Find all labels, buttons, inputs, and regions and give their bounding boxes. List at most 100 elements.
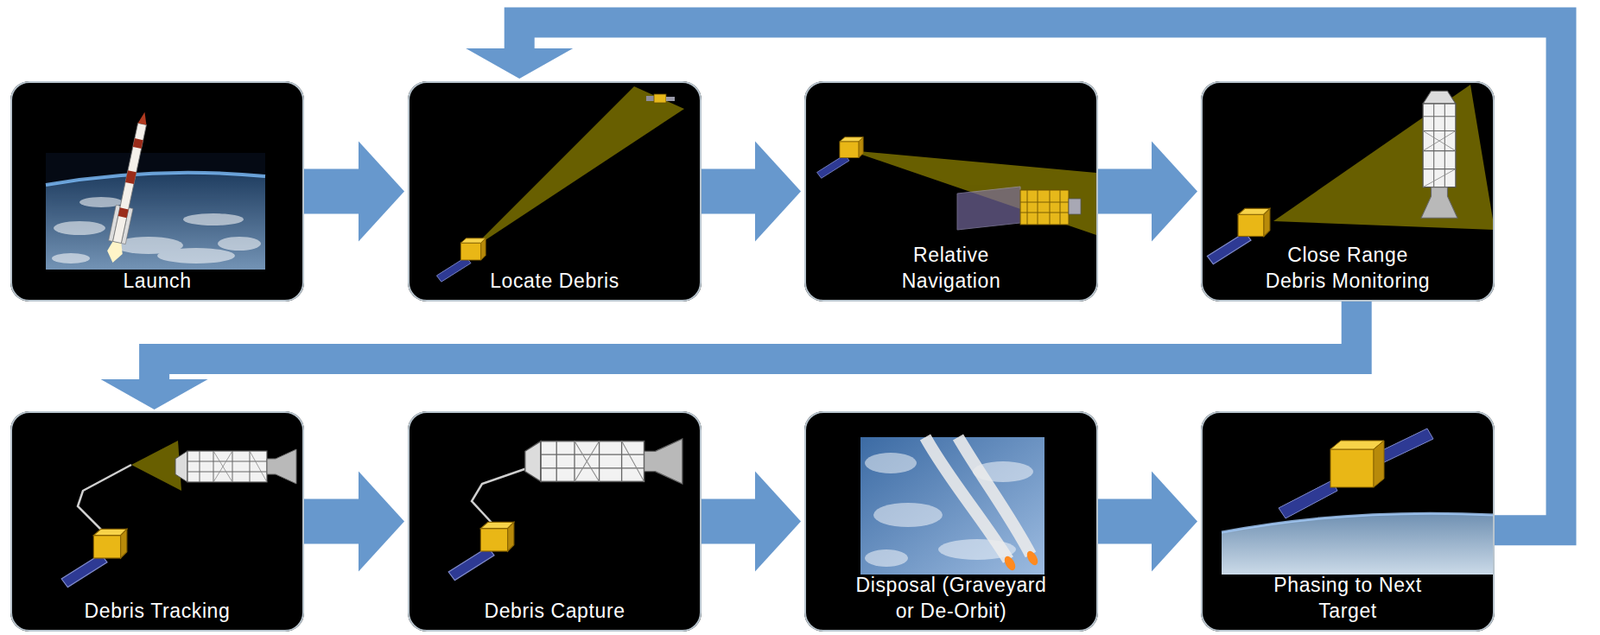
cloud (53, 221, 106, 235)
smoke-trail (958, 437, 1031, 555)
cloud (217, 236, 261, 251)
stage-box: Close Range Debris Monitoring (1200, 81, 1495, 302)
cloud (864, 549, 908, 567)
stage-label: Phasing to Next Target (1259, 572, 1437, 625)
stage-label: Launch (122, 268, 191, 295)
upper-stage-debris (175, 449, 297, 484)
atmosphere-glow (1221, 513, 1495, 533)
cloud (51, 253, 90, 264)
navigation-picture (804, 81, 1099, 302)
stage-label: Relative Navigation (882, 242, 1021, 295)
reentry-flame (1024, 549, 1041, 568)
stage-label: Debris Capture (483, 598, 625, 625)
rocket-nose (138, 111, 150, 126)
stage-label: Disposal (Graveyard or De-Orbit) (850, 572, 1053, 625)
servicer-satellite (1206, 208, 1270, 264)
debris-solar-panel (957, 186, 1021, 230)
clouds (51, 196, 261, 264)
locate-scene (436, 86, 685, 282)
phasing-picture (1200, 411, 1495, 632)
debris-target (646, 94, 675, 103)
capture-picture (407, 411, 702, 632)
servicer-satellite (436, 238, 486, 282)
debris-body (1020, 190, 1069, 225)
box-ground (1200, 81, 1495, 302)
flow-arrow (1098, 141, 1198, 242)
arrow-head (358, 471, 405, 572)
stage-box: Relative Navigation (804, 81, 1099, 302)
arrow-head (1151, 141, 1198, 242)
arrow-shaft (1098, 169, 1154, 215)
box-ground (407, 81, 702, 302)
servicer-satellite (448, 521, 515, 580)
arrow-shaft (304, 499, 361, 545)
arrow-head (755, 471, 801, 572)
arrow-shaft (154, 301, 1358, 381)
box-ground (10, 411, 305, 632)
cloud (183, 213, 244, 226)
stage-label: Close Range Debris Monitoring (1260, 242, 1436, 295)
solar-panel (1278, 480, 1338, 519)
satellite-body (1330, 449, 1374, 488)
arrow-head (755, 141, 801, 242)
monitoring-scene (1206, 84, 1495, 265)
flow-arrow (701, 141, 801, 242)
earth-surface (1221, 513, 1495, 575)
upper-stage-debris (525, 438, 683, 484)
launch-scene (45, 110, 266, 270)
debris-body (653, 94, 667, 103)
sensor-cone (470, 86, 685, 250)
tracking-picture (10, 411, 305, 632)
stage-box: Disposal (Graveyard or De-Orbit) (804, 411, 1099, 632)
stage-label: Debris Tracking (84, 598, 231, 625)
rocket-band (118, 207, 129, 218)
capture-scene (448, 438, 683, 581)
sensor-cone (849, 150, 1097, 235)
debris-part (1068, 198, 1081, 215)
arrow-shaft (701, 499, 757, 545)
tracking-scene (61, 440, 297, 588)
stage-box: Launch (10, 81, 305, 302)
debris-panel (646, 95, 655, 102)
sensor-cone (131, 440, 182, 491)
box-ground (10, 81, 305, 302)
robotic-arm (471, 468, 527, 524)
stage-box: Debris Tracking (10, 411, 305, 632)
satellite-side (1373, 440, 1385, 488)
box-ground (804, 411, 1099, 632)
space-sky (45, 152, 266, 270)
arrow-shaft (304, 169, 361, 215)
upper-stage-debris (1421, 90, 1458, 218)
stage-box: Locate Debris (407, 81, 702, 302)
rocket-plume (105, 241, 126, 265)
flow-arrow (304, 141, 405, 242)
arrow-shaft (1098, 499, 1154, 545)
servicer-satellite (817, 137, 864, 179)
arrow-shaft (701, 169, 757, 215)
arrow-head (1151, 471, 1198, 572)
navigation-scene (817, 137, 1097, 235)
box-ground (1200, 411, 1495, 632)
rocket-band (125, 170, 137, 185)
stage-label: Locate Debris (489, 268, 620, 295)
box-ground (407, 411, 702, 632)
cloud (873, 502, 943, 527)
rocket-body (113, 122, 147, 243)
stage-box: Phasing to Next Target (1200, 411, 1495, 632)
box-ground (804, 81, 1099, 302)
sensor-cone (1273, 84, 1495, 230)
arrow-head (465, 48, 573, 79)
flow-arrow (1098, 471, 1198, 572)
disposal-scene (860, 437, 1045, 575)
launch-picture (10, 81, 305, 302)
arrow-head (358, 141, 405, 242)
stage-box: Debris Capture (407, 411, 702, 632)
cloud (157, 247, 235, 264)
robotic-arm (77, 464, 132, 533)
cloud (864, 452, 917, 474)
phasing-scene (1221, 428, 1495, 575)
atmosphere-glow (45, 172, 266, 185)
earth-surface (45, 172, 266, 270)
